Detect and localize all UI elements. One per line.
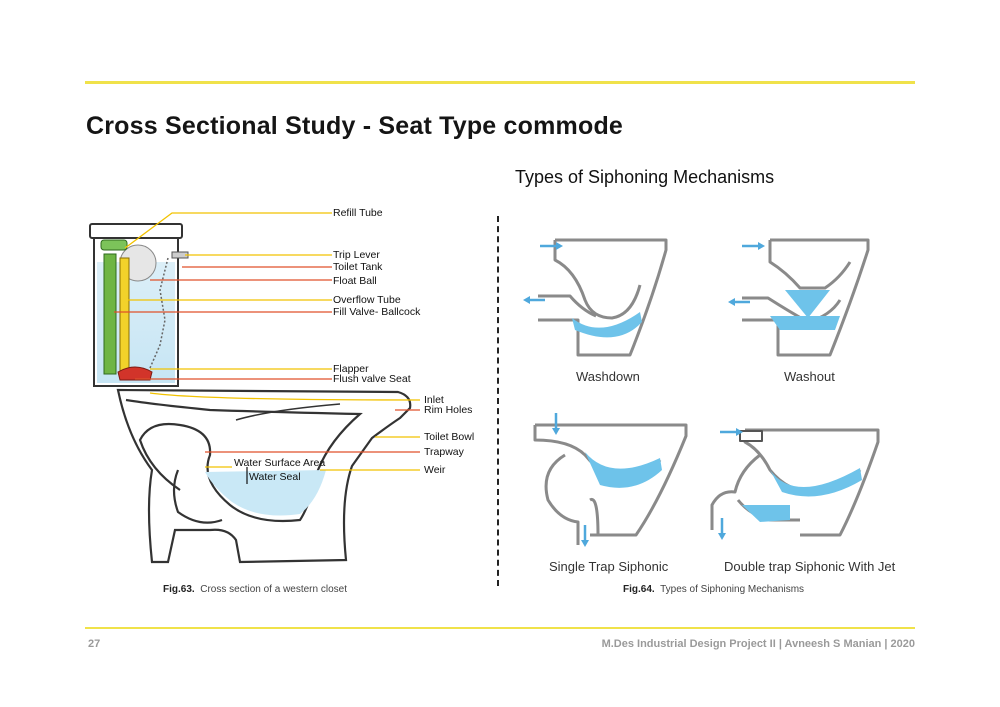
top-accent-rule	[85, 81, 915, 84]
label-refill-tube: Refill Tube	[333, 207, 383, 219]
label-inlet: Inlet	[424, 394, 444, 406]
label-overflow-tube: Overflow Tube	[333, 294, 401, 306]
label-water-seal: Water Seal	[249, 471, 301, 483]
washdown-bowl	[538, 238, 668, 357]
label-toilet-bowl: Toilet Bowl	[424, 431, 475, 443]
double-trap-bowl	[710, 428, 880, 537]
label-weir: Weir	[424, 464, 446, 476]
label-flush-valve-seat: Flush valve Seat	[333, 373, 411, 385]
label-single-trap: Single Trap Siphonic	[549, 559, 669, 574]
label-trapway: Trapway	[424, 446, 464, 458]
label-flapper: Flapper	[333, 363, 369, 375]
label-rim-holes: Rim Holes	[424, 404, 473, 416]
washout-bowl	[742, 238, 870, 357]
figure-64-caption: Fig.64. Types of Siphoning Mechanisms	[623, 584, 804, 595]
page-number: 27	[88, 638, 101, 650]
label-fill-valve: Fill Valve- Ballcock	[333, 306, 421, 318]
page-title: Cross Sectional Study - Seat Type commod…	[86, 112, 624, 140]
figure-63-number: Fig.63.	[163, 584, 195, 595]
figure-63-text: Cross section of a western closet	[200, 584, 347, 595]
label-washout: Washout	[784, 369, 835, 384]
label-trip-lever: Trip Lever	[333, 249, 380, 261]
dashed-divider	[497, 216, 499, 586]
single-trap-bowl	[533, 423, 688, 545]
figure-64-number: Fig.64.	[623, 584, 655, 595]
section-subtitle: Types of Siphoning Mechanisms	[515, 167, 775, 187]
label-washdown: Washdown	[576, 369, 640, 384]
label-double-trap: Double trap Siphonic With Jet	[724, 559, 896, 574]
flow-arrows	[523, 242, 765, 547]
label-water-surface-area: Water Surface Area	[234, 457, 326, 469]
leader-lines	[114, 212, 421, 484]
label-float-ball: Float Ball	[333, 275, 377, 287]
footer-credit: M.Des Industrial Design Project II | Avn…	[601, 638, 915, 650]
figure-63-caption: Fig.63. Cross section of a western close…	[163, 584, 347, 595]
bottom-accent-rule	[85, 627, 915, 629]
figure-64-text: Types of Siphoning Mechanisms	[660, 584, 805, 595]
label-toilet-tank: Toilet Tank	[333, 261, 383, 273]
bowl-water	[205, 470, 326, 516]
